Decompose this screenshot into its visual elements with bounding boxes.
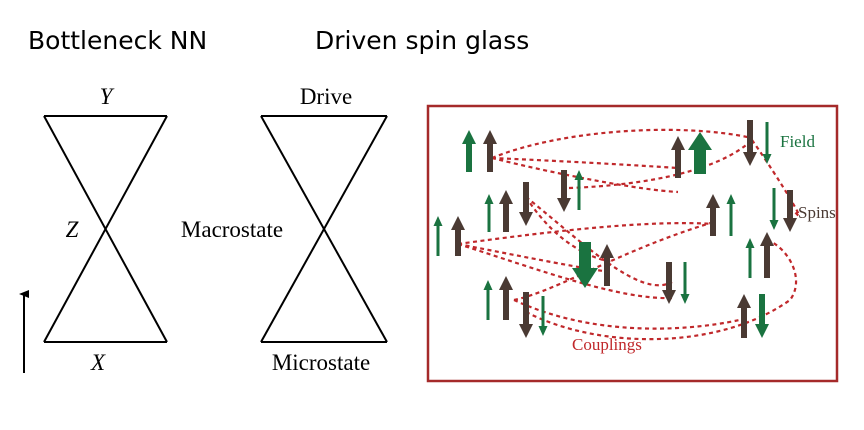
field-arrow-head: [726, 194, 736, 204]
field-arrow-shaft: [577, 180, 581, 210]
field-arrow-head: [680, 294, 690, 304]
spin-arrow-shaft: [487, 144, 493, 172]
coupling-line: [457, 242, 673, 300]
bottleneck-hourglass: [43, 115, 168, 343]
field-arrow-shaft: [694, 150, 706, 174]
field-arrow-shaft: [765, 122, 769, 154]
field-arrow-shaft: [759, 294, 765, 324]
spin-arrow-shaft: [747, 120, 753, 152]
bottleneck-latent-label: Z: [66, 217, 79, 242]
coupling-line: [513, 220, 715, 302]
coupling-line: [525, 238, 798, 341]
spin-arrow-head: [737, 294, 751, 308]
field-arrow-head: [745, 238, 755, 248]
spin-arrow-shaft: [666, 262, 672, 290]
spin-arrow-shaft: [741, 308, 747, 338]
spin-arrow-head: [499, 190, 513, 204]
spin-arrow-head: [760, 232, 774, 246]
microstate-label: Microstate: [272, 350, 370, 375]
spin-arrow-shaft: [503, 204, 509, 232]
spin-glass-panel: [426, 104, 839, 383]
drive-label: Drive: [300, 84, 352, 109]
spin-arrow-head: [519, 212, 533, 226]
spin-arrow-head: [600, 244, 614, 258]
spins-label: Spins: [798, 203, 836, 222]
field-arrow-head: [769, 220, 779, 230]
field-arrow-head: [483, 280, 493, 290]
spin-arrow-head: [519, 324, 533, 338]
field-arrow-head: [762, 154, 772, 164]
spin-arrow-shaft: [764, 246, 770, 278]
bottleneck-input-label: X: [90, 350, 106, 375]
spin-arrow-shaft: [561, 170, 567, 198]
spin-arrow-head: [743, 152, 757, 166]
field-arrow-head: [688, 132, 712, 150]
field-arrow-shaft: [748, 248, 752, 278]
field-arrow-head: [484, 194, 494, 204]
bottleneck-output-label: Y: [100, 84, 115, 109]
spin-glass-diagonal-b: [260, 115, 388, 343]
field-arrow-head: [572, 268, 598, 288]
spin-arrow-head: [671, 136, 685, 150]
coupling-line: [457, 222, 715, 246]
coupling-line: [491, 128, 753, 160]
coupling-line: [491, 156, 679, 194]
spin-arrow-head: [706, 194, 720, 208]
bottleneck-diagonal-b: [43, 115, 168, 343]
spin-arrow-head: [499, 276, 513, 290]
spin-arrow-shaft: [675, 150, 681, 178]
spin-arrow-shaft: [604, 258, 610, 286]
driven-spin-glass-title: Driven spin glass: [315, 26, 530, 55]
spin-arrow-shaft: [455, 230, 461, 256]
coupling-line: [457, 242, 613, 274]
field-arrow-shaft: [683, 262, 687, 294]
spin-arrow-shaft: [523, 182, 529, 212]
spin-glass-hourglass: [260, 115, 388, 343]
couplings-label: Couplings: [572, 335, 642, 354]
coupling-line: [568, 139, 753, 190]
coupling-line: [491, 156, 679, 170]
field-arrow-head: [433, 216, 443, 226]
bottleneck-nn-title: Bottleneck NN: [28, 26, 208, 55]
field-arrow-shaft: [729, 204, 733, 236]
spin-arrow-shaft: [523, 292, 529, 324]
spin-arrow-head: [783, 218, 797, 232]
couplings-group: [457, 128, 801, 341]
field-arrow-shaft: [486, 290, 490, 320]
field-arrow-head: [574, 170, 584, 180]
field-arrow-shaft: [579, 242, 591, 268]
field-arrow-head: [538, 326, 548, 336]
field-arrow-shaft: [541, 296, 545, 326]
field-label: Field: [780, 132, 815, 151]
spin-arrow-shaft: [787, 190, 793, 218]
field-arrow-head: [462, 130, 476, 144]
coupling-line: [513, 299, 749, 330]
spin-arrow-head: [662, 290, 676, 304]
field-arrow-shaft: [466, 144, 472, 172]
spin-arrow-head: [557, 198, 571, 212]
field-arrow-shaft: [772, 188, 776, 220]
coupling-line: [525, 196, 673, 287]
spin-arrow-head: [451, 216, 465, 230]
macrostate-label: Macrostate: [181, 217, 283, 242]
field-arrow-shaft: [436, 226, 440, 256]
spin-arrow-head: [483, 130, 497, 144]
arrows-group: [433, 120, 797, 338]
spin-arrow-shaft: [503, 290, 509, 320]
spin-arrow-shaft: [710, 208, 716, 236]
field-arrow-head: [755, 324, 769, 338]
field-arrow-shaft: [487, 204, 491, 232]
